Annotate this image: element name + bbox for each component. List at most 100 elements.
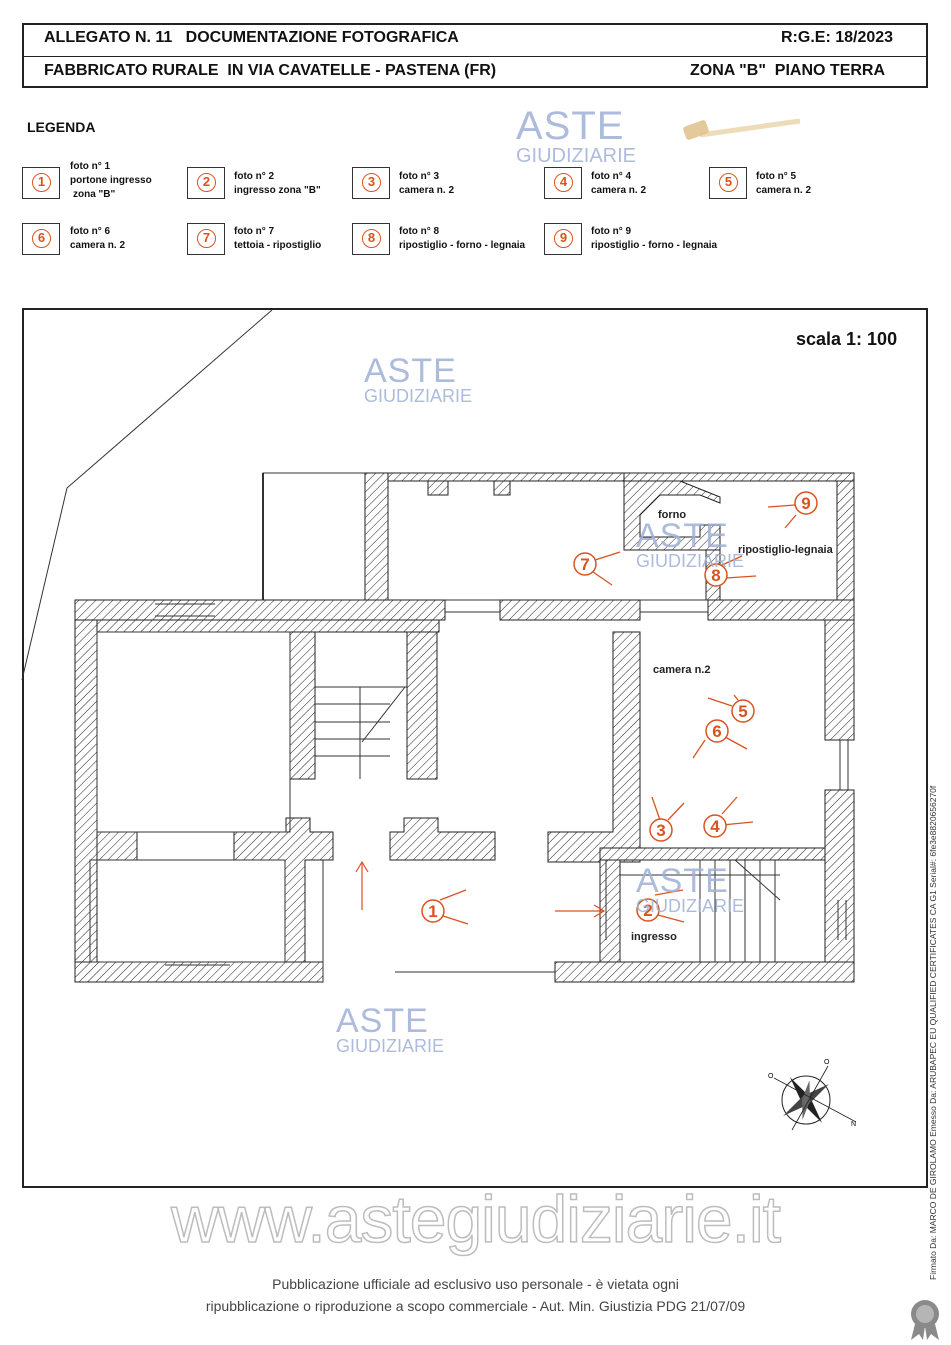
photo-marker-9-label: 9 xyxy=(801,494,810,513)
photo-marker-5-label: 5 xyxy=(738,702,747,721)
legend-item-2-line-1: foto n° 2 xyxy=(234,171,275,182)
legend-item-5-box: 5 xyxy=(709,167,747,199)
photo-marker-3 xyxy=(649,818,673,842)
svg-text:N: N xyxy=(851,1121,856,1128)
photo-marker-5 xyxy=(731,699,755,723)
legend-item-5-line-1: foto n° 5 xyxy=(756,171,797,182)
legend-item-5-number: 5 xyxy=(719,173,738,192)
photo-marker-8 xyxy=(704,563,728,587)
legend-item-1-text: foto n° 1 portone ingresso zona "B" xyxy=(70,160,152,202)
photo-marker-1 xyxy=(421,899,445,923)
legend-item-8-number: 8 xyxy=(362,229,381,248)
photo-marker-9 xyxy=(794,491,818,515)
photo-markers xyxy=(421,491,818,923)
legend-item-3-line-2: camera n. 2 xyxy=(399,185,455,196)
legend-item-6-box: 6 xyxy=(22,223,60,255)
seal-icon xyxy=(911,1300,939,1340)
aste-watermark-plan-2-word: ASTE xyxy=(636,517,729,555)
photo-marker-4-label: 4 xyxy=(710,817,720,836)
legend-item-6-line-2: camera n. 2 xyxy=(70,240,126,251)
legend-item-2-box: 2 xyxy=(187,167,225,199)
photo-marker-7-label: 7 xyxy=(580,555,589,574)
legend-item-1-line-3: zona "B" xyxy=(73,189,116,200)
legend-item-3-line-1: foto n° 3 xyxy=(399,171,440,182)
photo-marker-3-label: 3 xyxy=(656,821,665,840)
photo-marker-4 xyxy=(703,814,727,838)
footer-line-1: Pubblicazione ufficiale ad esclusivo uso… xyxy=(272,1276,679,1292)
legend-item-7-line-1: foto n° 7 xyxy=(234,226,275,237)
header-zone: ZONA "B" PIANO TERRA xyxy=(690,62,886,79)
legend-item-9-number: 9 xyxy=(554,229,573,248)
aste-watermark-plan-2-sub: GIUDIZIARIE xyxy=(636,551,745,571)
aste-watermark-plan-1-word: ASTE xyxy=(364,352,457,390)
aste-watermark-plan-4: ASTE GIUDIZIARIE xyxy=(336,1002,445,1056)
legend-item-9-line-2: ripostiglio - forno - legnaia xyxy=(591,240,718,251)
legend-item-4-line-1: foto n° 4 xyxy=(591,171,632,182)
aste-watermark-plan-2: ASTE GIUDIZIARIE xyxy=(636,517,745,571)
compass-icon: O O N xyxy=(768,1059,857,1131)
legend-item-7-line-2: tettoia - ripostiglio xyxy=(234,240,322,251)
photo-marker-2 xyxy=(636,898,660,922)
aste-watermark-plan-1: ASTE GIUDIZIARIE xyxy=(364,352,473,406)
aste-watermark-plan-3-word: ASTE xyxy=(636,862,729,900)
legend-item-5-text: foto n° 5 camera n. 2 xyxy=(756,170,811,198)
legend-item-9-line-1: foto n° 9 xyxy=(591,226,632,237)
digital-signature: Firmato Da: MARCO DE GIROLAMO Emesso Da:… xyxy=(928,785,938,1280)
aste-watermark-top-sub: GIUDIZIARIE xyxy=(516,145,637,167)
legend-item-1-number: 1 xyxy=(32,173,51,192)
legend-item-3-text: foto n° 3 camera n. 2 xyxy=(399,170,454,198)
site-watermark: www.astegiudiziarie.it xyxy=(170,1181,781,1257)
legend-item-4-line-2: camera n. 2 xyxy=(591,185,647,196)
header-title: ALLEGATO N. 11 DOCUMENTAZIONE FOTOGRAFIC… xyxy=(44,29,459,46)
legend-item-4-text: foto n° 4 camera n. 2 xyxy=(591,170,646,198)
legend-item-1-line-2: portone ingresso xyxy=(70,175,152,186)
photo-marker-6 xyxy=(705,719,729,743)
header-rge: R:G.E: 18/2023 xyxy=(781,29,894,46)
room-label-ripostiglio: ripostiglio-legnaia xyxy=(738,544,833,556)
photo-marker-2-label: 2 xyxy=(643,901,652,920)
aste-watermark-top-word: ASTE xyxy=(516,104,625,148)
aste-watermark-plan-1-sub: GIUDIZIARIE xyxy=(364,386,473,406)
room-label-ingresso: ingresso xyxy=(631,931,677,943)
svg-text:O: O xyxy=(768,1073,774,1080)
legend-item-7-text: foto n° 7 tettoia - ripostiglio xyxy=(234,225,321,253)
footer-line-2: ripubblicazione o riproduzione a scopo c… xyxy=(205,1298,746,1314)
svg-text:O: O xyxy=(824,1059,830,1066)
photo-marker-7 xyxy=(573,552,597,576)
legend-item-2-line-2: ingresso zona "B" xyxy=(234,185,321,196)
photo-marker-6-label: 6 xyxy=(712,722,721,741)
aste-watermark-plan-4-word: ASTE xyxy=(336,1002,429,1040)
plan-frame xyxy=(22,308,928,1188)
legend-item-9-text: foto n° 9 ripostiglio - forno - legnaia xyxy=(591,225,717,253)
legend-item-1-line-1: foto n° 1 xyxy=(70,161,111,172)
legend-item-7-number: 7 xyxy=(197,229,216,248)
photo-marker-8-label: 8 xyxy=(711,566,720,585)
legend-item-9-box: 9 xyxy=(544,223,582,255)
aste-watermark-plan-3: ASTE GIUDIZIARIE xyxy=(636,862,745,916)
legend-title: LEGENDA xyxy=(27,119,96,135)
legend-item-6-text: foto n° 6 camera n. 2 xyxy=(70,225,125,253)
legend-item-2-text: foto n° 2 ingresso zona "B" xyxy=(234,170,321,198)
legend-item-3-box: 3 xyxy=(352,167,390,199)
legend-item-7-box: 7 xyxy=(187,223,225,255)
legend-item-1-box: 1 xyxy=(22,167,60,199)
legend-item-4-box: 4 xyxy=(544,167,582,199)
legend-item-4-number: 4 xyxy=(554,173,573,192)
legend-item-8-line-2: ripostiglio - forno - legnaia xyxy=(399,240,526,251)
aste-watermark-plan-3-sub: GIUDIZIARIE xyxy=(636,896,745,916)
legend-item-6-number: 6 xyxy=(32,229,51,248)
room-label-forno: forno xyxy=(658,509,687,521)
floor-plan: 1 2 3 4 5 6 7 8 9 O O N xyxy=(21,309,857,1131)
aste-watermark-top: ASTE GIUDIZIARIE xyxy=(516,106,636,166)
header-box xyxy=(22,23,928,88)
header-subtitle: FABBRICATO RURALE IN VIA CAVATELLE - PAS… xyxy=(44,62,497,79)
gavel-icon xyxy=(683,118,801,140)
legend-item-8-box: 8 xyxy=(352,223,390,255)
legend-item-3-number: 3 xyxy=(362,173,381,192)
aste-watermark-plan-4-sub: GIUDIZIARIE xyxy=(336,1036,445,1056)
scale-label: scala 1: 100 xyxy=(796,329,898,349)
legend-item-8-text: foto n° 8 ripostiglio - forno - legnaia xyxy=(399,225,525,253)
header-divider xyxy=(24,56,926,57)
legend-item-5-line-2: camera n. 2 xyxy=(756,185,812,196)
room-label-camera: camera n.2 xyxy=(653,664,711,676)
